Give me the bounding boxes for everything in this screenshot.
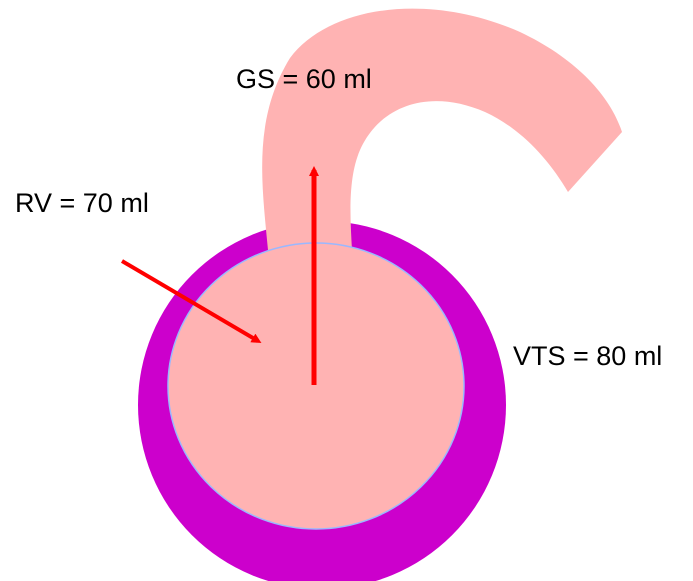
gs-label: GS = 60 ml <box>236 66 372 93</box>
rv-label: RV = 70 ml <box>15 190 149 217</box>
vts-label: VTS = 80 ml <box>513 343 662 370</box>
